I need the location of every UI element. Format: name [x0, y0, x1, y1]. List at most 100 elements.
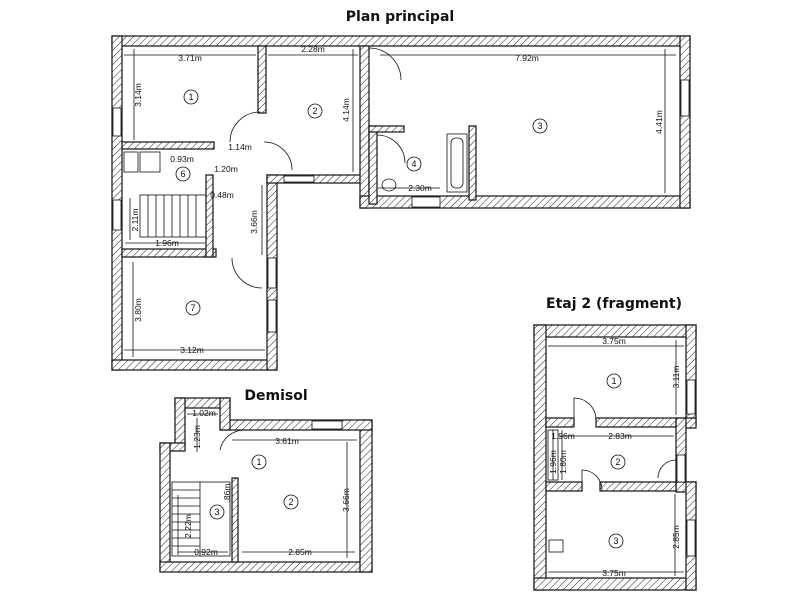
bathtub-inner: [450, 137, 464, 189]
dimension-label: 3.11m: [671, 366, 681, 389]
window: [267, 299, 277, 333]
room-number: 3: [537, 121, 542, 131]
dimension-label: 4.14m: [341, 98, 351, 122]
wall: [219, 397, 231, 431]
wall: [111, 35, 691, 47]
room-number: 3: [613, 536, 618, 546]
window: [267, 257, 277, 289]
door-swing: [573, 397, 597, 419]
dimension-label: 1.14m: [228, 142, 252, 152]
plan-principal-dimension-lines: [124, 49, 676, 357]
door-swing: [376, 134, 406, 164]
wall: [359, 419, 373, 573]
wall: [545, 481, 583, 492]
room-number: 7: [190, 303, 195, 313]
room-number: 2: [615, 457, 620, 467]
room-number: 6: [180, 169, 185, 179]
dimension-label: 1.96m: [551, 431, 575, 441]
wall: [205, 174, 214, 258]
dimension-label: 2.83m: [608, 431, 632, 441]
window: [686, 379, 696, 415]
sink: [123, 151, 139, 173]
dimension-label: 2.85m: [288, 547, 312, 557]
wall: [533, 577, 697, 591]
dimension-label: 2.30m: [408, 183, 432, 193]
wall: [257, 45, 267, 114]
dimension-label: 3.61m: [275, 436, 299, 446]
dimension-label: 0.93m: [170, 154, 194, 164]
window: [680, 79, 690, 117]
window: [112, 199, 122, 231]
door-swing: [368, 47, 402, 81]
room-numbers: 1 2 3 4 6 7 1 2 3 1 2 3: [175, 89, 626, 549]
wall: [468, 125, 477, 201]
wall: [121, 141, 215, 150]
dimension-label: 1.96m: [548, 450, 558, 474]
sink: [548, 539, 564, 553]
dimension-label: 3.66m: [341, 488, 351, 512]
dimension-label: 7.92m: [515, 53, 539, 63]
dimension-label: 1.80m: [558, 450, 568, 474]
wall: [219, 419, 373, 431]
room-number: 4: [411, 159, 416, 169]
window: [676, 454, 686, 483]
wall: [174, 397, 186, 449]
demisol-title: Demisol: [244, 388, 307, 404]
door-swing: [231, 257, 263, 289]
wall: [368, 125, 405, 133]
dimension-label: 3.75m: [602, 336, 626, 346]
etaj2-walls: [533, 324, 697, 591]
etaj2-title: Etaj 2 (fragment): [546, 296, 682, 312]
window: [411, 196, 441, 208]
room-number: 1: [188, 92, 193, 102]
dimension-label: 3.66m: [249, 210, 259, 234]
demisol-walls: [159, 397, 373, 573]
door-swing: [657, 459, 677, 479]
dimension-label: 2.11m: [130, 209, 140, 232]
room-number: 1: [611, 376, 616, 386]
window: [283, 175, 315, 183]
dimension-label: 3.71m: [178, 53, 202, 63]
door-swing: [263, 141, 293, 171]
dimension-label: 3.14m: [133, 83, 143, 107]
wall: [545, 417, 575, 428]
dimension-label: 2.85m: [671, 525, 681, 549]
dimension-label: 2.22m: [183, 514, 193, 538]
plan-principal-openings: [112, 47, 690, 333]
window: [686, 519, 696, 557]
dimension-label: 2.28m: [301, 44, 325, 54]
shower-tray: [139, 151, 161, 173]
wall: [121, 248, 217, 258]
dimension-label: .86m: [222, 484, 232, 503]
dimension-labels: 3.71m 3.14m 2.28m 4.14m 7.92m 4.41m 2.30…: [130, 44, 681, 578]
wall: [359, 45, 370, 209]
staircase: [139, 194, 207, 238]
room-number: 2: [312, 106, 317, 116]
wall: [595, 417, 677, 428]
dimension-label: 3.12m: [180, 345, 204, 355]
wall: [111, 359, 278, 371]
door-swing: [581, 469, 603, 492]
wall: [231, 477, 239, 563]
dimension-label: 1.20m: [214, 164, 238, 174]
dimension-label: 1.23m: [192, 425, 202, 449]
plan-principal-walls: [111, 35, 691, 371]
window: [112, 107, 122, 137]
window: [311, 420, 343, 430]
door-swing: [229, 111, 261, 143]
dimension-label: 0.92m: [194, 547, 218, 557]
wall: [359, 195, 691, 209]
door-swing: [219, 429, 246, 451]
dimension-label: 0.48m: [210, 190, 234, 200]
bathtub: [446, 133, 468, 193]
dimension-label: 4.41m: [654, 110, 664, 134]
wall: [266, 174, 365, 184]
demisol-staircase: [171, 481, 231, 557]
wall: [533, 324, 547, 591]
dimension-label: 1.96m: [155, 238, 179, 248]
dimension-label: 3.75m: [602, 568, 626, 578]
wall: [368, 125, 378, 205]
dimension-label: 1.02m: [192, 408, 216, 418]
plan-principal-title: Plan principal: [346, 9, 454, 25]
